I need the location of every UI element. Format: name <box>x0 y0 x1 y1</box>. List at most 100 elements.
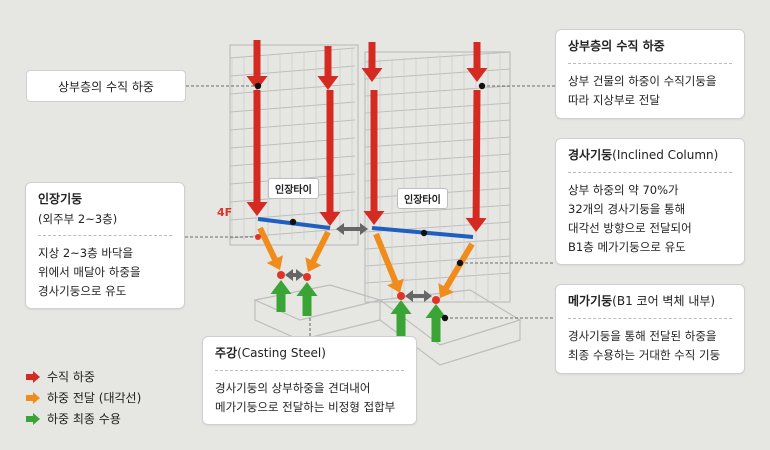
casting-steel-node <box>432 296 440 304</box>
diagonal-load-arrow <box>373 232 404 293</box>
floor-line <box>364 136 511 148</box>
legend-item: 수직 하중 <box>25 366 141 387</box>
legend-label: 하중 최종 수용 <box>47 412 121 426</box>
mega-column-title-main: 메가기둥 <box>568 294 613 308</box>
tie-double-arrow <box>405 290 419 302</box>
floor-line <box>364 51 511 63</box>
support-arrow <box>425 304 447 342</box>
casting-steel-title: 주강(Casting Steel) <box>215 345 404 362</box>
legend-label: 하중 전달 (대각선) <box>47 391 142 405</box>
mega-column-body: 경사기둥을 통해 전달된 하중을 최종 수용하는 거대한 수직 기둥 <box>568 329 721 362</box>
mega-column-title: 메가기둥(B1 코어 벽체 내부) <box>568 293 732 310</box>
floor-line <box>364 119 511 131</box>
mega-column-title-sub: (B1 코어 벽체 내부) <box>612 294 716 308</box>
support-arrow <box>296 282 318 316</box>
floor-line <box>229 101 356 113</box>
podium-outline <box>254 300 381 341</box>
tension-column-subtitle: (외주부 2~3층) <box>38 212 118 226</box>
floor-line <box>364 204 511 216</box>
joint-node <box>441 314 449 322</box>
casting-steel-title-main: 주강 <box>215 346 238 360</box>
upper-load-pill-label: 상부층의 수직 하중 <box>58 79 154 94</box>
floor-line <box>364 102 511 114</box>
vertical-load-arrow <box>466 42 488 82</box>
upper-load-pill: 상부층의 수직 하중 <box>26 70 186 102</box>
diagonal-load-arrow <box>438 242 475 298</box>
inclined-column-title-sub: (Inclined Column) <box>612 148 719 162</box>
joint-nodes <box>254 82 486 322</box>
tension-column-card: 인장기둥 (외주부 2~3층) 지상 2~3층 바닥을 위에서 매달아 하중을 … <box>25 182 185 309</box>
casting-steel-card: 주강(Casting Steel) 경사기둥의 상부하중을 견뎌내어 메가기둥으… <box>202 336 417 425</box>
vertical-load-arrow <box>246 90 268 216</box>
inclined-column-title-main: 경사기둥 <box>568 148 613 162</box>
vertical-load-arrow <box>246 40 268 90</box>
vertical-load-arrow <box>363 90 385 225</box>
divider <box>215 370 404 371</box>
green-arrow-icon <box>26 412 40 425</box>
floor-line <box>364 68 511 80</box>
floor-line <box>229 137 356 149</box>
floor-line <box>229 155 356 167</box>
vertical-load-arrow <box>317 46 339 90</box>
legend-label: 수직 하중 <box>47 370 95 384</box>
tension-column-title: 인장기둥 <box>38 192 83 206</box>
divider <box>568 318 732 319</box>
casting-steel-body: 경사기둥의 상부하중을 견뎌내어 메가기둥으로 전달하는 비정형 접합부 <box>215 381 396 414</box>
tension-tie-label-left: 인장타이 <box>268 178 319 199</box>
tie-double-arrow <box>285 269 295 281</box>
orange-arrow-icon <box>26 391 40 404</box>
joint-node <box>456 259 464 267</box>
divider <box>568 63 732 64</box>
upper-load-card: 상부층의 수직 하중 상부 건물의 하중이 수직기둥을 따라 지상부로 전달 <box>555 29 745 119</box>
tie-double-arrow <box>294 269 304 281</box>
upper-load-title: 상부층의 수직 하중 <box>568 39 665 53</box>
floor-line <box>364 153 511 165</box>
floor-line <box>364 85 511 97</box>
floor-line <box>229 209 356 221</box>
casting-steel-node <box>397 292 405 300</box>
tie-double-arrow <box>418 290 432 302</box>
floor-line <box>229 119 356 131</box>
mega-column-card: 메가기둥(B1 코어 벽체 내부) 경사기둥을 통해 전달된 하중을 최종 수용… <box>555 284 745 374</box>
floor-line <box>229 65 356 77</box>
support-arrow <box>390 300 412 336</box>
tie-double-arrow <box>352 223 368 235</box>
inclined-column-title: 경사기둥(Inclined Column) <box>568 147 732 164</box>
support-arrow <box>270 280 292 312</box>
casting-steel-node <box>277 271 285 279</box>
diagonal-load-arrow <box>257 226 283 270</box>
casting-steel-node <box>303 273 311 281</box>
casting-steel-title-sub: (Casting Steel) <box>237 346 326 360</box>
inclined-column-body: 상부 하중의 약 70%가 32개의 경사기둥을 통해 대각선 방향으로 전달되… <box>568 183 692 254</box>
divider <box>38 235 172 236</box>
legend: 수직 하중 하중 전달 (대각선) 하중 최종 수용 <box>25 366 141 429</box>
diagonal-load-arrow <box>305 230 331 272</box>
tension-column-body: 지상 2~3층 바닥을 위에서 매달아 하중을 경사기둥으로 유도 <box>38 246 141 298</box>
floor-node <box>255 234 261 240</box>
vertical-load-arrow <box>465 90 487 232</box>
divider <box>568 172 732 173</box>
joint-node <box>420 229 428 237</box>
load-arrows <box>246 40 488 342</box>
floor-line <box>229 227 356 239</box>
floor-line <box>229 83 356 95</box>
legend-item: 하중 최종 수용 <box>25 408 141 429</box>
joint-node <box>478 82 486 90</box>
vertical-load-arrow <box>319 90 341 226</box>
floor-line <box>364 238 511 250</box>
red-arrow-icon <box>26 370 40 383</box>
vertical-load-arrow <box>361 42 383 82</box>
legend-item: 하중 전달 (대각선) <box>25 387 141 408</box>
upper-load-body: 상부 건물의 하중이 수직기둥을 따라 지상부로 전달 <box>568 74 717 107</box>
tower-outline <box>229 44 359 246</box>
floor-line <box>364 272 511 284</box>
floor-line <box>229 47 356 59</box>
floor-label: 4F <box>217 206 233 219</box>
tension-tie-label-right: 인장타이 <box>397 188 448 209</box>
joint-node <box>289 218 297 226</box>
joint-node <box>254 82 262 90</box>
inclined-column-card: 경사기둥(Inclined Column) 상부 하중의 약 70%가 32개의… <box>555 138 745 265</box>
floor-line <box>364 170 511 182</box>
tie-double-arrow <box>336 223 352 235</box>
